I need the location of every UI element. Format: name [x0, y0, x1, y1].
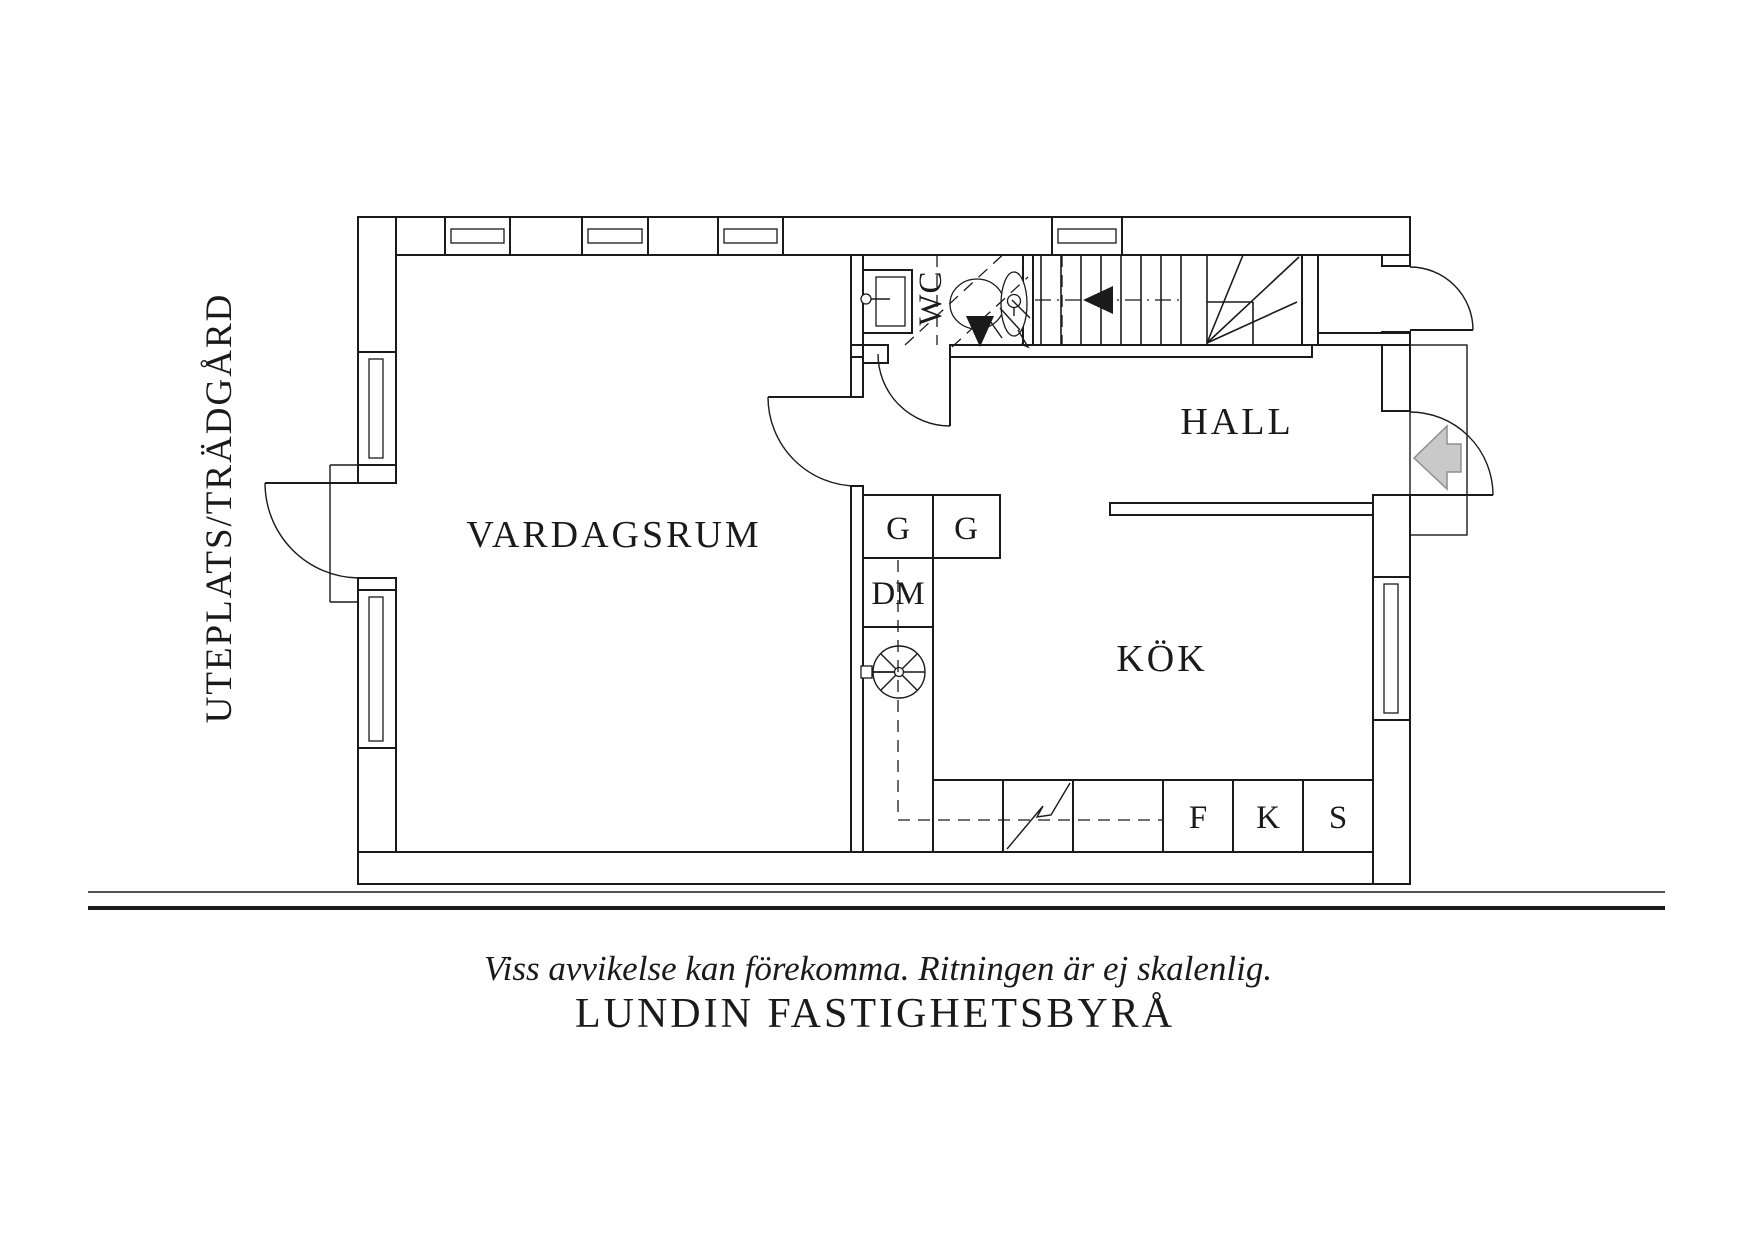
footer: Viss avvikelse kan förekomma. Ritningen …: [88, 891, 1665, 1037]
windows: [357, 216, 1411, 749]
stove-icon: [1006, 782, 1071, 850]
door-swing-wc: [877, 353, 951, 427]
staircase: [1035, 254, 1300, 345]
door-swings: [264, 266, 1494, 579]
cabinet-label-g1: G: [886, 511, 910, 547]
window-icon: [357, 589, 397, 749]
wall-bottom: [357, 851, 1411, 885]
cabinet-label-f: F: [1189, 800, 1207, 836]
cabinet-label-k: K: [1256, 800, 1280, 836]
window-icon: [357, 351, 397, 466]
window-icon: [717, 216, 784, 256]
window-icon: [1051, 216, 1123, 256]
slope-arrow-icon: [966, 316, 994, 347]
worktop-dashed-line: [897, 560, 1163, 821]
room-label-hall: HALL: [1180, 401, 1293, 443]
room-label-kok: KÖK: [1116, 638, 1207, 680]
wall-closet-bottom: [1317, 332, 1411, 346]
window-icon: [444, 216, 511, 256]
brand-text: LUNDIN FASTIGHETSBYRÅ: [575, 991, 1175, 1037]
outside-area-label: UTEPLATS/TRÄDGÅRD: [199, 293, 240, 724]
wardrobe-cabinets: [862, 494, 1001, 559]
sink-icon: [860, 269, 913, 334]
room-label-wc: WC: [913, 270, 949, 325]
labels: VARDAGSRUM HALL KÖK WC G G DM F K S UTEP…: [199, 270, 1347, 836]
disclaimer-text: Viss avvikelse kan förekomma. Ritningen …: [484, 949, 1272, 988]
ceiling-slope-marks: [904, 249, 1031, 349]
kitchen-counters: [860, 494, 1373, 852]
kitchen-sink-icon: [860, 645, 926, 699]
cabinet-label-g2: G: [954, 511, 978, 547]
cabinet-label-dm: DM: [871, 576, 924, 612]
door-swing-closet: [1409, 266, 1474, 331]
door-swing-livingroom: [767, 396, 858, 487]
wall-top: [357, 216, 1411, 256]
room-label-vardagsrum: VARDAGSRUM: [466, 514, 761, 556]
wall-stub-wc-door: [862, 344, 889, 364]
wall-stairs-closet: [1301, 254, 1319, 346]
stair-direction-arrow-icon: [1083, 286, 1113, 314]
door-swing-uteplats: [264, 482, 359, 579]
wall-hall-kitchen-divider: [1109, 502, 1374, 516]
entrance-arrow-icon: [1412, 424, 1462, 491]
window-icon: [1372, 576, 1411, 721]
window-icon: [581, 216, 649, 256]
stair-winders: [1206, 254, 1300, 344]
entrance-porch: [1409, 344, 1468, 536]
wc-fixtures: [860, 249, 1031, 349]
cabinet-label-s: S: [1329, 800, 1347, 836]
door-swing-entrance: [1409, 411, 1494, 496]
